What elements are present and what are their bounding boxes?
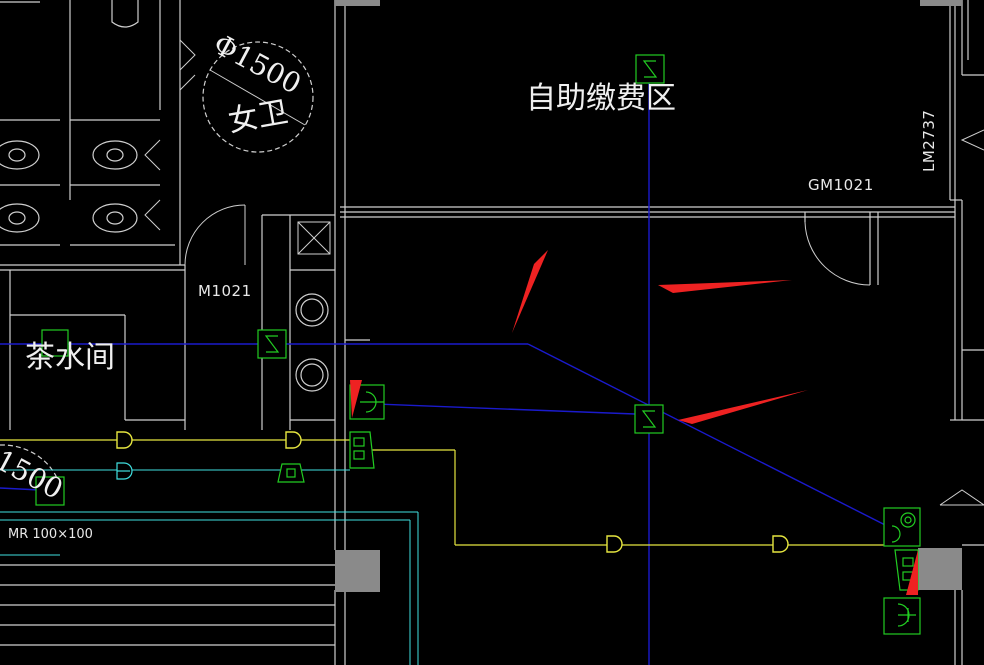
door-swings <box>144 39 984 506</box>
room-label-self-service: 自助缴费区 <box>526 81 676 116</box>
room-label-tea-room: 茶水间 <box>25 340 115 375</box>
switch-symbols <box>35 54 665 506</box>
shaft-box <box>297 221 331 255</box>
annotation-arrows <box>512 250 808 424</box>
lighting-symbols <box>349 384 921 635</box>
red-markers <box>350 380 918 595</box>
door-tag-gm1021: GM1021 <box>808 176 874 194</box>
socket-symbol <box>277 463 305 483</box>
cyan-lines <box>0 469 419 665</box>
junction-symbols <box>116 431 789 553</box>
duct-label: MR 100×100 <box>8 527 93 542</box>
arrow-lower-left-icon <box>678 390 808 424</box>
cyan-symbols <box>116 462 133 480</box>
columns <box>335 0 962 592</box>
leader-lines <box>209 69 306 126</box>
toilet-fixtures <box>0 0 329 392</box>
window-tag-lm2737: LM2737 <box>920 109 938 172</box>
arrow-left-icon <box>658 280 792 293</box>
door-tag-m1021: M1021 <box>198 282 252 300</box>
arrow-up-left-icon <box>512 250 548 333</box>
